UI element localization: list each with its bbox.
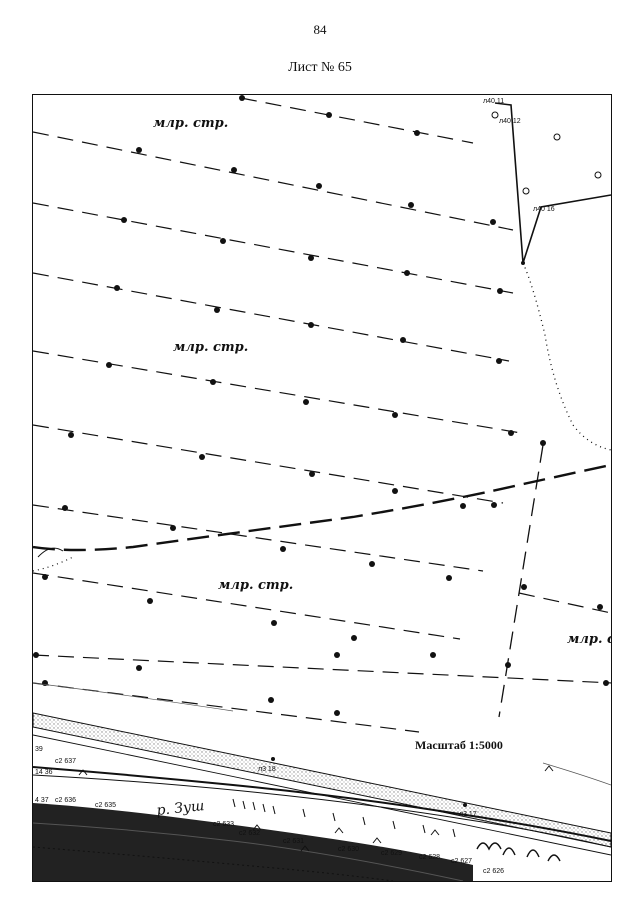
pt-c2-630: с2 630 [338,846,359,853]
pt-l40-16: л40 16 [533,206,555,213]
scale-label: Масштаб 1:5000 [415,738,503,752]
pt-c2-633: с2 633 [213,821,234,828]
pt-c2-626: с2 626 [483,868,504,875]
road-band [33,712,611,848]
map-canvas: млр. стр. млр. стр. млр. стр. млр. с р. … [33,95,611,881]
river-bank-top [33,766,611,842]
map-frame: млр. стр. млр. стр. млр. стр. млр. с р. … [32,94,612,882]
field-label-1: млр. стр. [153,116,228,131]
field-label-4: млр. с [567,632,611,647]
field-label-3: млр. стр. [218,578,293,593]
small-arc [37,547,64,558]
dotted-arc [33,556,74,572]
dotted-path [522,262,611,451]
pt-c2-636: с2 636 [55,797,76,804]
sheet-title: Лист № 65 [288,60,352,75]
row-markers [33,95,609,716]
pt-l3-17: л3 17 [459,811,477,818]
pt-c2-637: с2 637 [55,758,76,765]
river-bank-inner [33,774,611,848]
pt-l40-11: л40 11 [483,98,504,105]
pt-39: 39 [35,746,43,753]
pt-l3-18: л3 18 [258,766,276,773]
field-label-2: млр. стр. [173,340,248,355]
pt-14-36: 14 36 [35,769,53,776]
river-label: р. Зуш [156,798,205,819]
pt-c2-627: с2 627 [451,858,472,865]
vertical-dashed [498,444,544,718]
boundary-line [33,463,611,552]
pt-c2-635: с2 635 [95,802,116,809]
bank-ticks [232,798,456,838]
pt-4-37: 4 37 [35,797,49,804]
parcel-boundary [494,102,611,264]
page-number: 84 [313,22,327,37]
pt-c2-629: с2 629 [381,850,402,857]
pt-l40-12: л40 12 [499,118,521,125]
pt-c2-628: с2 628 [419,854,440,861]
pt-c2-631: с2 631 [283,838,304,845]
grass-symbols [78,765,554,852]
bush-symbols [476,842,561,862]
pt-c2-632: с2 632 [239,830,260,837]
